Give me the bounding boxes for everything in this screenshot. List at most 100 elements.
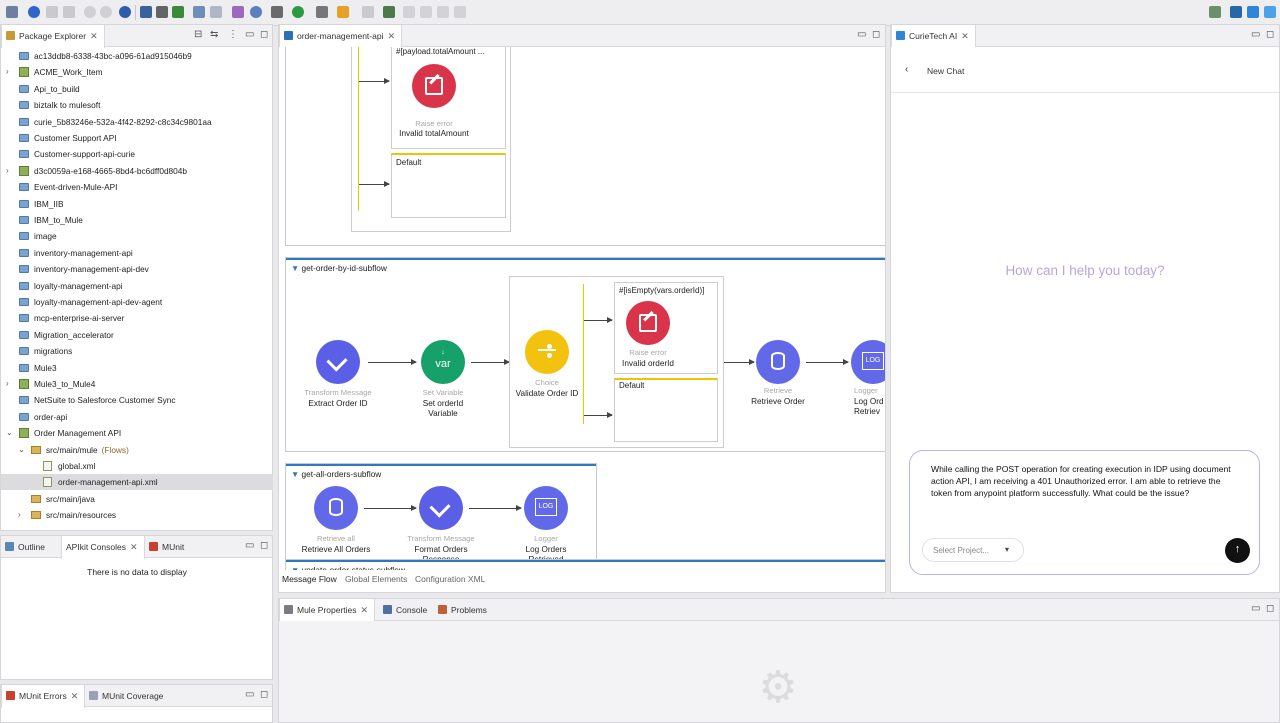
tree-file-item[interactable]: order-management-api.xml — [1, 474, 273, 491]
maximize-icon[interactable]: ◻ — [1266, 29, 1275, 40]
collapse-all-icon[interactable]: ⊟ — [194, 29, 203, 40]
chevron-right-icon[interactable]: › — [18, 510, 21, 520]
tab-munit-errors[interactable]: MUnit Errors✕ — [1, 685, 86, 708]
exchange-icon[interactable] — [172, 6, 184, 18]
tab-console[interactable]: Console — [379, 599, 433, 621]
tree-project-item[interactable]: migrations — [1, 343, 273, 359]
external-tools-icon[interactable] — [316, 6, 328, 18]
transform-message-node[interactable] — [316, 340, 360, 384]
chat-message-text[interactable]: While calling the POST operation for cre… — [931, 464, 1231, 499]
close-icon[interactable]: ✕ — [90, 31, 98, 41]
tree-project-item[interactable]: Api_to_build — [1, 81, 273, 97]
chevron-right-icon[interactable]: › — [6, 165, 9, 175]
redo-icon[interactable] — [100, 6, 112, 18]
collapse-icon[interactable]: ▼ — [291, 263, 302, 273]
pinned-icon[interactable] — [210, 6, 222, 18]
tree-project-item[interactable]: inventory-management-api — [1, 245, 273, 261]
maximize-icon[interactable]: ◻ — [260, 540, 269, 551]
flow-title[interactable]: ▼ update-order-status-subflow — [291, 565, 405, 570]
maximize-icon[interactable]: ◻ — [1266, 603, 1275, 614]
tree-project-item[interactable]: Customer-support-api-curie — [1, 146, 273, 162]
tab-message-flow[interactable]: Message Flow — [282, 574, 337, 584]
close-icon[interactable]: ✕ — [130, 542, 138, 552]
save-all-icon[interactable] — [63, 6, 75, 18]
tree-project-item[interactable]: image — [1, 228, 273, 244]
close-icon[interactable]: ✕ — [961, 31, 969, 41]
raise-error-node[interactable] — [626, 301, 670, 345]
new-icon[interactable] — [6, 6, 18, 18]
send-button[interactable]: ↑ — [1225, 538, 1250, 563]
tree-project-item[interactable]: order-api — [1, 409, 273, 425]
nav-next-icon[interactable] — [437, 6, 449, 18]
select-project-dropdown[interactable]: Select Project... ▾ — [922, 538, 1024, 562]
nav-back-icon[interactable] — [403, 6, 415, 18]
tree-project-item[interactable]: Event-driven-Mule-API — [1, 179, 273, 195]
transform-message-node[interactable] — [419, 486, 463, 530]
flow-canvas[interactable]: #[payload.totalAmount ... Raise error In… — [279, 47, 885, 570]
perspective-icon[interactable] — [1209, 6, 1221, 18]
retrieve-all-node[interactable] — [314, 486, 358, 530]
tab-configuration-xml[interactable]: Configuration XML — [415, 574, 486, 584]
tab-curietech-ai[interactable]: CurieTech AI✕ — [891, 25, 976, 48]
nav-last-icon[interactable] — [454, 6, 466, 18]
curie-perspective-icon[interactable] — [1247, 6, 1259, 18]
view-menu-icon[interactable]: ⋮ — [228, 29, 238, 40]
raise-error-node[interactable] — [412, 64, 456, 108]
mule-icon[interactable] — [140, 6, 152, 18]
chevron-down-icon[interactable]: ⌄ — [6, 428, 13, 438]
tab-package-explorer[interactable]: Package Explorer✕ — [1, 25, 105, 48]
tree-project-item[interactable]: IBM_to_Mule — [1, 212, 273, 228]
new-window-icon[interactable] — [383, 6, 395, 18]
set-variable-node[interactable]: ↓ var — [421, 340, 465, 384]
tab-mule-properties[interactable]: Mule Properties✕ — [279, 599, 376, 622]
debug-icon[interactable] — [271, 6, 283, 18]
tree-project-item[interactable]: inventory-management-api-dev — [1, 261, 273, 277]
tree-project-item[interactable]: loyalty-management-api — [1, 278, 273, 294]
munit-icon[interactable] — [156, 6, 168, 18]
refresh-icon[interactable] — [250, 6, 262, 18]
close-icon[interactable]: ✕ — [70, 691, 79, 701]
search-flows-icon[interactable] — [193, 6, 205, 18]
tree-project-item[interactable]: loyalty-management-api-dev-agent — [1, 294, 273, 310]
run-icon[interactable] — [292, 6, 304, 18]
retrieve-node[interactable] — [756, 340, 800, 384]
link-editor-icon[interactable]: ⇆ — [210, 29, 219, 40]
tree-project-item[interactable]: Customer Support API — [1, 130, 273, 146]
collapse-icon[interactable]: ▼ — [291, 565, 302, 570]
tree-project-item[interactable]: ⌄src/main/mule(Flows) — [1, 442, 273, 458]
mule-perspective-icon[interactable] — [1230, 6, 1242, 18]
minimize-icon[interactable]: ▭ — [857, 29, 867, 40]
minimize-icon[interactable]: ▭ — [1251, 29, 1261, 40]
chevron-down-icon[interactable]: ⌄ — [18, 444, 25, 454]
chat-input-box[interactable]: While calling the POST operation for cre… — [909, 450, 1260, 575]
collapse-icon[interactable]: ▼ — [291, 469, 302, 479]
minimize-icon[interactable]: ▭ — [245, 540, 255, 551]
choice-node[interactable] — [525, 330, 569, 374]
tree-project-item[interactable]: ›ACME_Work_Item — [1, 64, 273, 80]
tree-project-item[interactable]: ⌄Order Management API — [1, 425, 273, 441]
tree-project-item[interactable]: NetSuite to Salesforce Customer Sync — [1, 392, 273, 408]
minimize-icon[interactable]: ▭ — [1251, 603, 1261, 614]
flow-title[interactable]: ▼ get-order-by-id-subflow — [291, 263, 387, 273]
tree-project-item[interactable]: ›Mule3_to_Mule4 — [1, 376, 273, 392]
close-icon[interactable]: ✕ — [360, 605, 369, 615]
tree-project-item[interactable]: IBM_IIB — [1, 196, 273, 212]
tab-munit[interactable]: MUnit — [145, 536, 190, 558]
logger-node[interactable]: LOG — [524, 486, 568, 530]
tree-project-item[interactable]: curie_5b83246e-532a-4f42-8292-c8c34c9801… — [1, 114, 273, 130]
tree-project-item[interactable]: ac13ddb8-6338-43bc-a096-61ad915046b9 — [1, 48, 273, 64]
maximize-icon[interactable]: ◻ — [872, 29, 881, 40]
nav-forward-icon[interactable] — [420, 6, 432, 18]
close-icon[interactable]: ✕ — [387, 31, 396, 41]
maximize-icon[interactable]: ◻ — [260, 689, 269, 700]
tab-outline[interactable]: Outline — [1, 536, 51, 558]
maximize-icon[interactable]: ◻ — [260, 29, 269, 40]
save-icon[interactable] — [46, 6, 58, 18]
undo-icon[interactable] — [84, 6, 96, 18]
design-perspective-icon[interactable] — [1264, 6, 1276, 18]
logger-node[interactable]: LOG — [851, 340, 885, 384]
minimize-icon[interactable]: ▭ — [245, 689, 255, 700]
tree-project-item[interactable]: biztalk to mulesoft — [1, 97, 273, 113]
tab-order-management-api[interactable]: order-management-api✕ — [279, 25, 403, 48]
tab-apikit-consoles[interactable]: APIkit Consoles✕ — [61, 536, 145, 559]
